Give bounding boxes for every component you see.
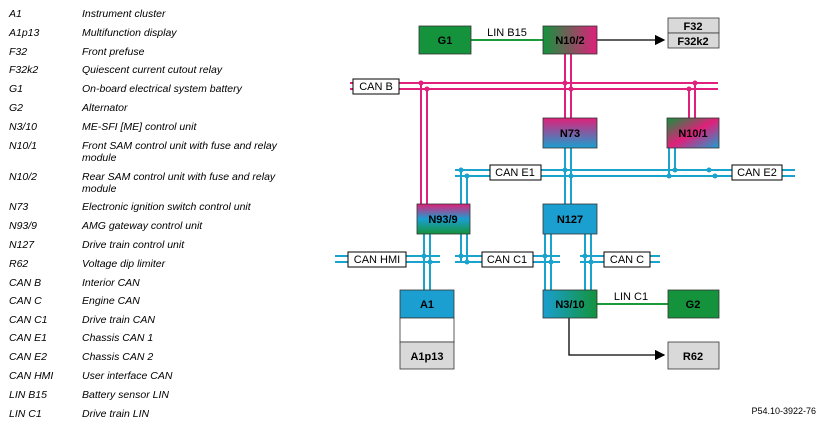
svg-text:CAN C1: CAN C1 [487, 254, 527, 266]
can-c-label: CAN C [603, 251, 651, 268]
lower-junctions [421, 253, 594, 265]
can-b-junctions [418, 80, 698, 92]
legend-code: G2 [9, 102, 24, 114]
legend-code: CAN C [9, 295, 42, 307]
can-e-junctions [458, 167, 718, 179]
block-n3-10: N3/10 [542, 289, 598, 319]
svg-text:A1p13: A1p13 [410, 351, 443, 363]
svg-text:CAN E1: CAN E1 [495, 167, 535, 179]
svg-text:A1: A1 [420, 299, 434, 311]
svg-text:CAN B: CAN B [359, 81, 393, 93]
can-b-label: CAN B [352, 78, 400, 95]
svg-text:CAN HMI: CAN HMI [354, 254, 400, 266]
svg-text:CAN E2: CAN E2 [737, 167, 777, 179]
can-c1-label: CAN C1 [481, 251, 534, 268]
legend-code: F32 [9, 46, 28, 58]
legend-code: N3/10 [9, 121, 38, 133]
svg-text:N10/2: N10/2 [555, 35, 584, 47]
n3-10-to-r62-arrow [568, 318, 666, 361]
svg-text:LIN C1: LIN C1 [614, 291, 648, 303]
can-b-bus [350, 53, 718, 204]
legend-code: A1 [9, 8, 22, 20]
svg-text:LIN B15: LIN B15 [487, 27, 527, 39]
block-r62: R62 [667, 341, 720, 370]
legend-code: LIN C1 [9, 408, 42, 420]
block-f32: F32 [667, 17, 720, 34]
lin-c1-label: LIN C1 [614, 291, 648, 303]
legend-description: Quiescent current cutout relay [82, 64, 223, 76]
legend-description: Interior CAN [82, 277, 140, 289]
legend-description: User interface CAN [82, 370, 173, 382]
legend-description: ME-SFI [ME] control unit [82, 121, 197, 133]
legend-description: Drive train LIN [82, 408, 150, 420]
legend-code: CAN B [9, 277, 42, 289]
svg-text:F32k2: F32k2 [677, 36, 708, 48]
legend-description: Front SAM control unit with fuse and rel… [82, 140, 277, 164]
legend-code: LIN B15 [9, 389, 47, 401]
legend-description: Drive train CAN [82, 314, 155, 326]
legend-code: CAN C1 [9, 314, 48, 326]
svg-text:N3/10: N3/10 [555, 299, 584, 311]
legend-code: A1p13 [9, 27, 40, 39]
svg-text:N127: N127 [557, 214, 583, 226]
legend-description: Voltage dip limiter [82, 258, 166, 270]
legend-description: Front prefuse [82, 46, 145, 58]
legend-description: Chassis CAN 1 [82, 332, 154, 344]
legend-code: N127 [9, 239, 35, 251]
reference-number: P54.10-3922-76 [751, 406, 816, 416]
legend-code: CAN HMI [9, 370, 54, 382]
block-f32k2: F32k2 [667, 32, 720, 49]
legend-description: Alternator [82, 102, 128, 114]
legend-description: AMG gateway control unit [82, 220, 203, 232]
svg-text:CAN C: CAN C [610, 254, 644, 266]
svg-text:F32: F32 [684, 21, 703, 33]
svg-text:N10/1: N10/1 [678, 128, 707, 140]
block-n10-2: N10/2 [542, 25, 598, 55]
legend-description: On-board electrical system battery [82, 83, 242, 95]
block-g2: G2 [667, 289, 720, 319]
block-n10-1: N10/1 [666, 117, 720, 149]
legend-code: N10/2 [9, 171, 38, 183]
svg-text:G1: G1 [438, 35, 453, 47]
legend-code: CAN E1 [9, 332, 47, 344]
legend-description: Rear SAM control unit with fuse and rela… [82, 171, 276, 195]
legend-description: Instrument cluster [82, 8, 166, 20]
legend-description: Chassis CAN 2 [82, 351, 154, 363]
lin-b15-label: LIN B15 [487, 27, 527, 39]
legend-code: R62 [9, 258, 29, 270]
legend-code: N93/9 [9, 220, 38, 232]
can-e2-label: CAN E2 [731, 164, 783, 181]
svg-text:N93/9: N93/9 [428, 214, 457, 226]
legend-description: Multifunction display [82, 27, 177, 39]
legend-description: Electronic ignition switch control unit [82, 201, 251, 213]
legend-code: CAN E2 [9, 351, 47, 363]
legend-description: Engine CAN [82, 295, 140, 307]
block-g1: G1 [418, 25, 472, 55]
legend-code: G1 [9, 83, 24, 95]
svg-text:G2: G2 [686, 299, 701, 311]
block-a1: A1 [399, 289, 455, 343]
legend-code: F32k2 [9, 64, 39, 76]
block-n93-9: N93/9 [416, 203, 471, 235]
legend-code: N10/1 [9, 140, 38, 152]
svg-text:R62: R62 [683, 351, 703, 363]
can-hmi-label: CAN HMI [347, 251, 407, 268]
can-e1-label: CAN E1 [489, 164, 542, 181]
legend-code: N73 [9, 201, 29, 213]
block-n127: N127 [542, 203, 598, 235]
block-a1p13: A1p13 [399, 341, 455, 370]
legend-description: Drive train control unit [82, 239, 185, 251]
svg-text:N73: N73 [560, 128, 580, 140]
block-n73: N73 [542, 117, 598, 149]
legend-description: Battery sensor LIN [82, 389, 169, 401]
